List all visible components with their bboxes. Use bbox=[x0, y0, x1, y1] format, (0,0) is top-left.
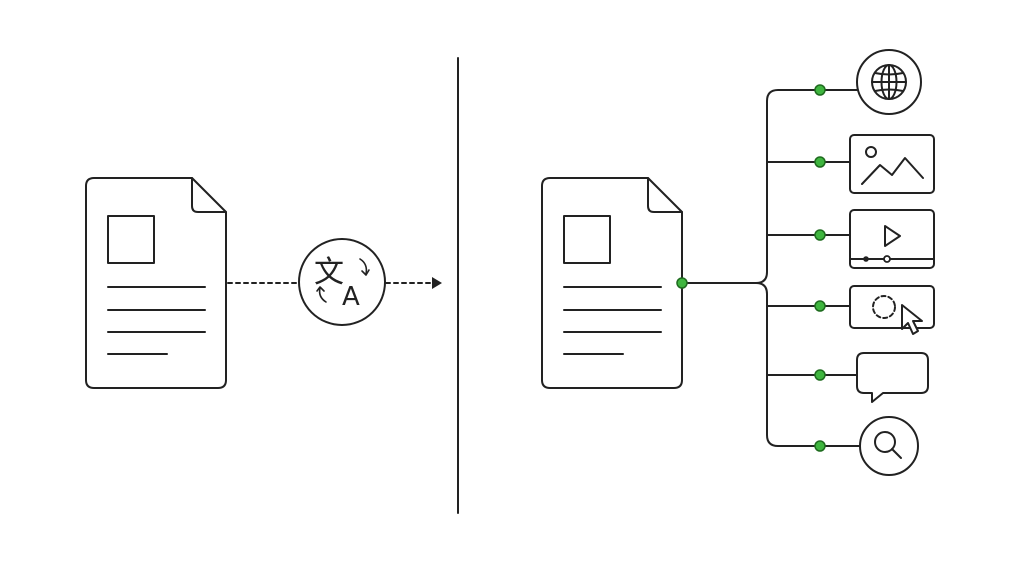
translate-target-glyph: A bbox=[342, 282, 360, 312]
connector-node bbox=[814, 229, 826, 241]
arrow-head-icon bbox=[432, 277, 442, 289]
progress-marker bbox=[863, 256, 869, 262]
search-icon bbox=[859, 416, 919, 476]
connector-node bbox=[814, 440, 826, 452]
arrow-icon bbox=[359, 258, 368, 275]
arrow-icon bbox=[318, 287, 327, 303]
output-document bbox=[541, 177, 683, 389]
cursor-arrow-icon bbox=[901, 304, 923, 335]
connector-tree bbox=[681, 89, 861, 447]
connector-nodes bbox=[676, 84, 826, 452]
document-image-placeholder bbox=[107, 215, 155, 264]
connector-node bbox=[814, 156, 826, 168]
chat-bubble-icon bbox=[856, 352, 929, 403]
connector-node bbox=[676, 277, 688, 289]
translate-icon: 文 A bbox=[298, 238, 386, 326]
connector-node bbox=[814, 369, 826, 381]
document-image-placeholder bbox=[563, 215, 611, 264]
video-player-icon bbox=[849, 209, 935, 269]
connector-node bbox=[814, 84, 826, 96]
source-document bbox=[85, 177, 227, 389]
image-icon bbox=[849, 134, 935, 194]
translate-source-glyph: 文 bbox=[314, 255, 344, 290]
cursor-click-icon bbox=[849, 285, 935, 335]
playhead bbox=[883, 255, 891, 263]
connector-node bbox=[814, 300, 826, 312]
globe-icon bbox=[856, 49, 922, 115]
